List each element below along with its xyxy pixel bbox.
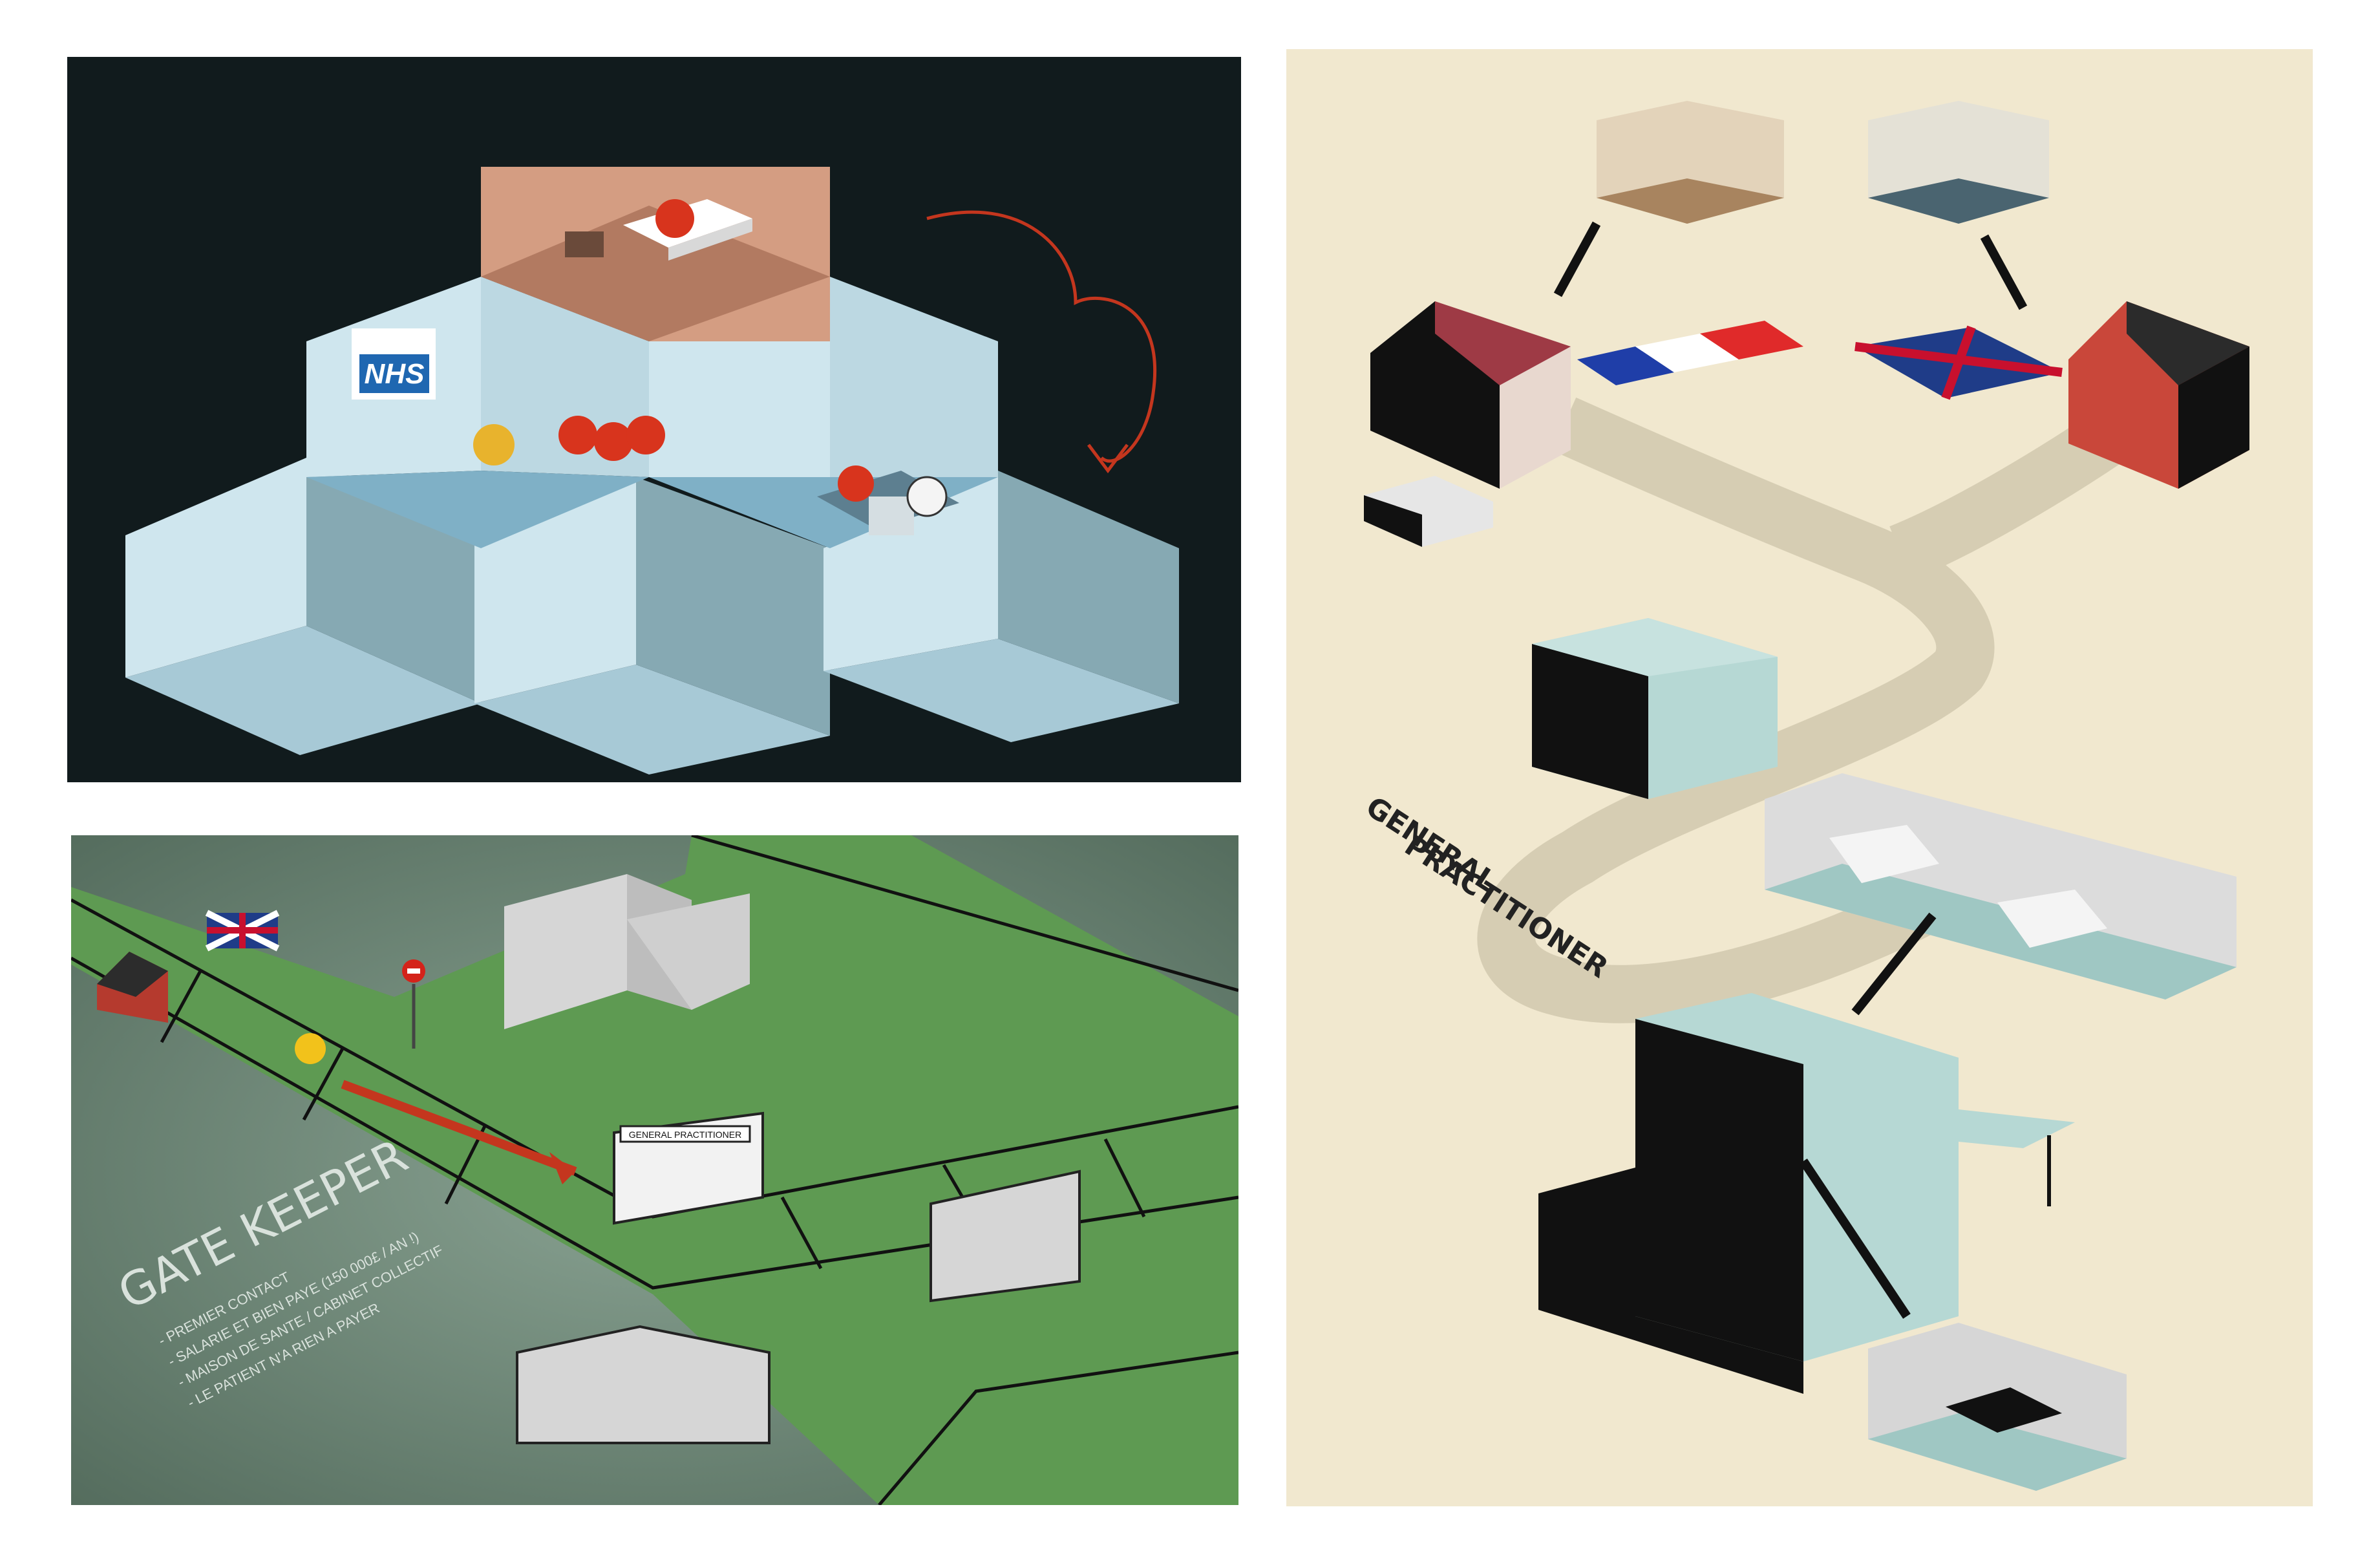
room-french-home bbox=[1597, 101, 1784, 224]
gp-pathway-illustration-panel: GENERAL PRACTITIONER bbox=[1286, 49, 2313, 1506]
hospital-bed-icon bbox=[1997, 890, 2107, 948]
uk-flag-icon bbox=[205, 910, 280, 952]
gatekeeper-board-scene: GENERAL PRACTITIONER GATE KEEPER - PREMI… bbox=[71, 835, 1238, 1505]
arrow-head-icon bbox=[549, 1152, 575, 1184]
board-path bbox=[71, 835, 1238, 1294]
gp-pathway-scene: GENERAL PRACTITIONER bbox=[1360, 101, 2249, 1491]
nhs-isometric-scene: NHS bbox=[125, 167, 1179, 774]
hospital-building-right bbox=[930, 1170, 1081, 1303]
police-car-icon bbox=[1364, 476, 1493, 547]
operating-room bbox=[1868, 1323, 2127, 1491]
connector-line bbox=[1800, 1159, 1911, 1319]
room-british-home bbox=[1868, 101, 2049, 224]
patient-yellow-icon bbox=[473, 424, 515, 465]
france-flag-icon bbox=[1577, 321, 1803, 385]
patient-red-icon bbox=[594, 422, 633, 461]
doctor-icon bbox=[906, 476, 948, 517]
gp-clinic-building bbox=[1532, 618, 1778, 799]
patient-red-icon bbox=[626, 416, 665, 454]
hospital-building-top bbox=[504, 874, 750, 1029]
road-path bbox=[1477, 397, 1995, 1023]
stop-sign-icon bbox=[402, 959, 425, 1049]
connector-line bbox=[1980, 234, 2028, 310]
hospital-ward-rooms bbox=[1765, 773, 2237, 999]
nhs-illustration-panel: NHS bbox=[67, 57, 1241, 782]
gp-building-sign: GENERAL PRACTITIONER bbox=[629, 1129, 742, 1140]
connector-line bbox=[1553, 221, 1601, 297]
gatekeeper-illustration-panel: GENERAL PRACTITIONER GATE KEEPER - PREMI… bbox=[71, 835, 1238, 1505]
general-practitioner-building: GENERAL PRACTITIONER bbox=[613, 1111, 764, 1225]
patient-red-icon bbox=[558, 416, 597, 454]
hospital-building bbox=[1538, 993, 2075, 1394]
board-branch bbox=[653, 1197, 1238, 1505]
referral-arrow-icon bbox=[341, 1080, 577, 1176]
uk-flag-icon bbox=[1854, 325, 2063, 400]
french-house-icon bbox=[1370, 301, 1571, 489]
nhs-logo-text: NHS bbox=[365, 358, 425, 390]
connector-line bbox=[1851, 912, 1937, 1016]
patient-consulting-icon bbox=[838, 465, 874, 502]
room-hospital-bed bbox=[481, 167, 830, 341]
patient-in-bed-icon bbox=[655, 199, 694, 238]
arrow-head-icon bbox=[1087, 443, 1129, 474]
flow-arrow-icon bbox=[926, 210, 1156, 463]
hospital-bed-icon bbox=[1829, 825, 1939, 883]
british-house-icon bbox=[2068, 301, 2249, 489]
nhs-logo: NHS bbox=[352, 328, 436, 400]
bottom-box-right bbox=[823, 471, 1179, 742]
home-house-icon bbox=[97, 952, 168, 1023]
coin-icon bbox=[295, 1033, 326, 1064]
operating-table-icon bbox=[1946, 1387, 2062, 1433]
hospital-building-bottom bbox=[516, 1325, 770, 1444]
